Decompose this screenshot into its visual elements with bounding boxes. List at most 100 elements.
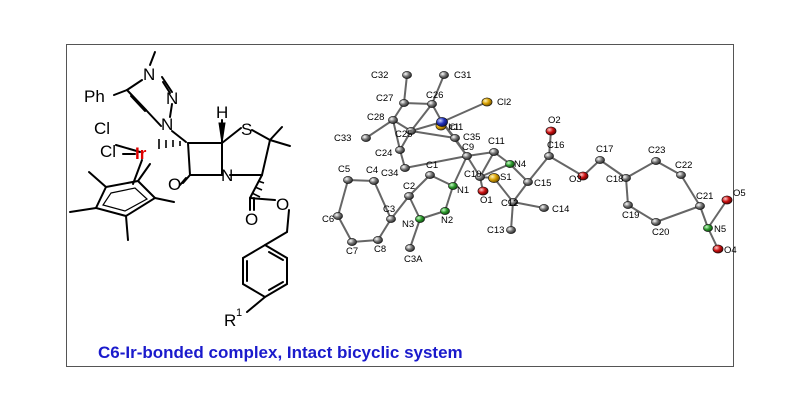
bond-C1-C2 [408,174,431,197]
atom-C18 [621,174,631,182]
bond-C2-N3 [408,195,421,220]
atom-C9 [462,152,472,160]
crystal-structure-atoms [333,71,733,254]
bond-N5-O5 [707,199,728,229]
atom-label-Cl2: Cl2 [497,97,511,108]
lactam-oxygen-label: O [168,175,181,194]
atom-C10 [475,173,485,181]
hydrogen-label: H [216,103,228,122]
atom-label-C19: C19 [622,210,639,221]
atom-C13 [506,226,516,234]
atom-label-C34: C34 [381,168,398,179]
atom-C1 [425,171,435,179]
atom-label-C22: C22 [675,160,692,171]
bond-C12-C13 [510,201,514,231]
bond-C28-C24 [392,119,401,151]
atom-N2 [440,207,450,215]
bond-C22-C21 [680,174,701,207]
n3-label: N [161,115,173,134]
bond-C3-C4 [373,180,392,220]
bond-C26-C25 [410,103,433,132]
atom-Cl2 [481,97,493,107]
bond-C15-C16 [527,155,550,183]
phenyl-label: Ph [84,87,105,106]
stereo-bonds [158,122,265,198]
atom-C32 [402,71,412,79]
atom-C7 [347,238,357,246]
r-group-label: R [224,311,236,330]
atom-N4 [505,160,515,168]
bond-C12-C14 [512,201,545,209]
atom-C34 [400,164,410,172]
atom-O4 [712,244,724,254]
bond-C16-O3 [548,155,584,177]
atom-label-C13: C13 [487,225,504,236]
atom-label-C2: C2 [403,181,415,192]
atom-N1 [448,182,458,190]
atom-label-C10: C10 [464,169,481,180]
atom-label-C4: C4 [366,165,378,176]
atom-label-C24: C24 [375,148,392,159]
bond-C31-C26 [431,74,445,105]
atom-C17 [595,156,605,164]
n1-label: N [143,65,155,84]
atom-C20 [651,218,661,226]
atom-label-Cl1: Cl1 [449,122,463,133]
atom-label-C3: C3 [383,204,395,215]
atom-label-C26: C26 [426,90,443,101]
atom-C31 [439,71,449,79]
atom-label-C7: C7 [346,246,358,257]
atom-C35 [450,134,460,142]
atom-label-O3: O3 [569,174,582,185]
atom-label-O4: O4 [724,245,737,256]
atom-O1 [477,186,489,196]
n2-label: N [166,89,178,108]
atom-C14 [539,204,549,212]
atom-label-C1: C1 [426,160,438,171]
atom-C16 [544,152,554,160]
atom-label-O5: O5 [733,188,746,199]
atom-C5 [343,176,353,184]
atom-C8 [373,236,383,244]
atom-C28 [388,116,398,124]
atom-label-C21: C21 [696,191,713,202]
atom-N5 [703,224,713,232]
atom-label-C25: C25 [395,129,412,140]
atom-label-C5: C5 [338,164,350,175]
atom-label-C18: C18 [606,174,623,185]
atom-label-C14: C14 [552,204,569,215]
figure-caption: C6-Ir-bonded complex, Intact bicyclic sy… [98,343,463,362]
atom-Ir1 [436,117,448,127]
atom-label-C17: C17 [596,144,613,155]
atom-C6 [333,212,343,220]
ester-carbonyl-oxygen-label: O [245,210,258,229]
atom-label-C33: C33 [334,133,351,144]
atom-O3 [577,171,589,181]
bond-C25-C35 [410,130,456,139]
atom-N3 [415,215,425,223]
atom-label-N1: N1 [457,185,469,196]
atom-C4 [369,177,379,185]
bond-N2-N1 [444,185,454,212]
atom-C11 [489,148,499,156]
atom-label-C28: C28 [367,112,384,123]
atom-label-Ir1: Ir1 [448,122,459,133]
cl-label-lower: Cl [100,142,116,161]
cl-label-upper: Cl [94,119,110,138]
atom-label-C9: C9 [462,142,474,153]
bond-C18-C23 [625,160,657,179]
atom-C21 [695,202,705,210]
bond-C18-C19 [625,177,629,206]
atom-label-O2: O2 [548,115,561,126]
ester-oxygen-label: O [276,195,289,214]
bond-C23-C22 [655,160,682,176]
atom-C3 [386,215,396,223]
bond-C11-C10 [479,151,495,178]
bond-Ir1-Cl2 [441,101,488,123]
atom-label-N5: N5 [714,224,726,235]
bond-C28-C33 [365,119,394,139]
atom-C3A [405,244,415,252]
bond-N4-C10 [479,163,511,178]
atom-O5 [721,195,733,205]
